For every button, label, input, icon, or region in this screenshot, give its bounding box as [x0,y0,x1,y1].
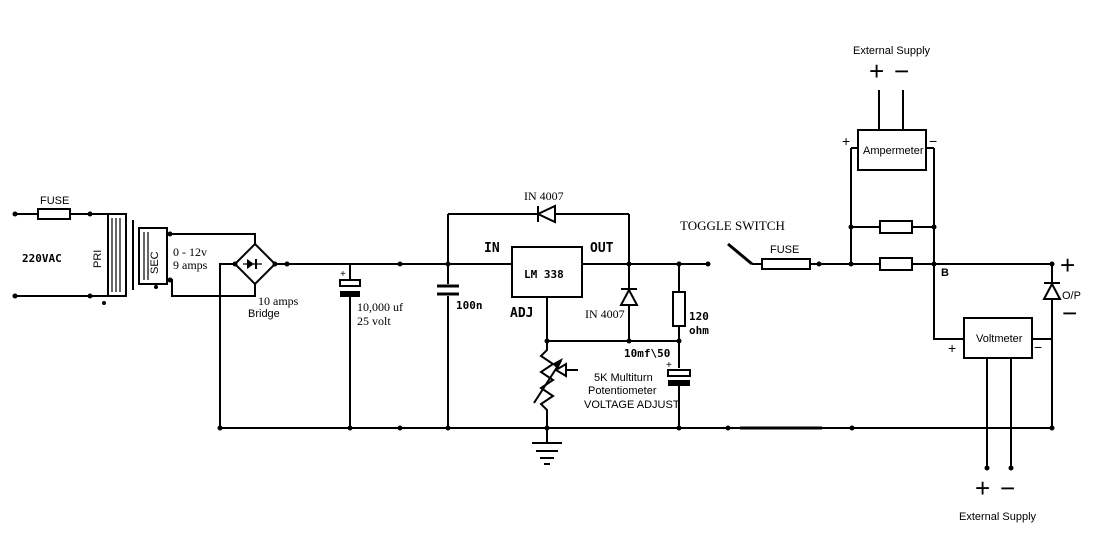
regulator-out-label: OUT [590,241,614,256]
transformer: PRI SEC [92,213,168,305]
output-protection-diode [1042,264,1062,428]
secondary-voltage-label: 0 - 12v [173,245,207,259]
resistor-unit-label: ohm [689,324,709,337]
protection-diode-top [448,204,630,264]
programming-resistor [672,264,686,368]
potentiometer [533,341,578,440]
potentiometer-label-line3: VOLTAGE ADJUST [584,399,680,411]
bridge-rating-label: 10 amps [258,294,299,308]
external-supply-top-minus: − [894,56,909,86]
adjust-capacitor-label: 10mf\50 [624,347,670,360]
ammeter-label: Ampermeter [863,145,924,157]
regulator-in-label: IN [484,241,500,256]
ammeter: Ampermeter + − [842,90,937,171]
bridge-rectifier [232,242,278,286]
toggle-switch-label: TOGGLE SWITCH [680,218,785,233]
mains-label: 220VAC [22,252,62,265]
output-diode-label: IN 4007 [585,307,625,321]
output-plus-sign: + [1060,250,1075,280]
top-diode-label: IN 4007 [524,189,564,203]
decoupling-capacitor [437,214,459,428]
input-fuse: FUSE [37,195,71,220]
voltmeter-plus-sign: + [948,340,956,356]
voltage-regulator: LM 338 [511,246,583,298]
ammeter-shunt-network [848,147,937,271]
decoupling-capacitor-label: 100n [456,299,483,312]
main-capacitor-value-label: 10,000 uf [357,300,403,314]
voltmeter-label: Voltmeter [976,333,1023,345]
regulator-adj-label: ADJ [510,306,533,321]
external-supply-bottom-label: External Supply [959,511,1037,523]
primary-label: PRI [92,250,104,268]
regulator-label: LM 338 [524,268,564,281]
external-supply-top-label: External Supply [853,45,931,57]
ammeter-plus-sign: + [842,133,850,149]
potentiometer-label-line2: Potentiometer [588,385,657,397]
toggle-switch [727,242,762,266]
input-fuse-label: FUSE [40,195,69,207]
bridge-label: Bridge [248,308,280,320]
resistor-value-label: 120 [689,310,709,323]
adjust-capacitor: + [666,360,691,428]
potentiometer-label-line1: 5K Multiturn [594,372,653,384]
main-filter-capacitor: + [339,264,361,428]
external-supply-bottom-minus: − [1000,473,1015,503]
ground-rail-junctions [217,425,1055,431]
main-capacitor-voltage-label: 25 volt [357,314,391,328]
voltmeter-minus-sign: − [1034,339,1042,355]
protection-diode-output [619,264,639,341]
secondary-label: SEC [149,251,161,274]
adjust-capacitor-plus-sign: + [666,360,672,371]
secondary-current-label: 9 amps [173,258,208,272]
ammeter-minus-sign: − [929,133,937,149]
voltmeter: Voltmeter + − [948,317,1052,471]
output-minus-sign: − [1062,298,1077,328]
node-b-label: B [941,267,949,279]
output-label: O/P [1062,290,1081,302]
capacitor-plus-sign: + [340,269,346,280]
external-supply-bottom-plus: + [975,473,990,503]
mains-input [12,211,108,299]
external-supply-top-plus: + [869,56,884,86]
output-fuse-label: FUSE [770,244,799,256]
